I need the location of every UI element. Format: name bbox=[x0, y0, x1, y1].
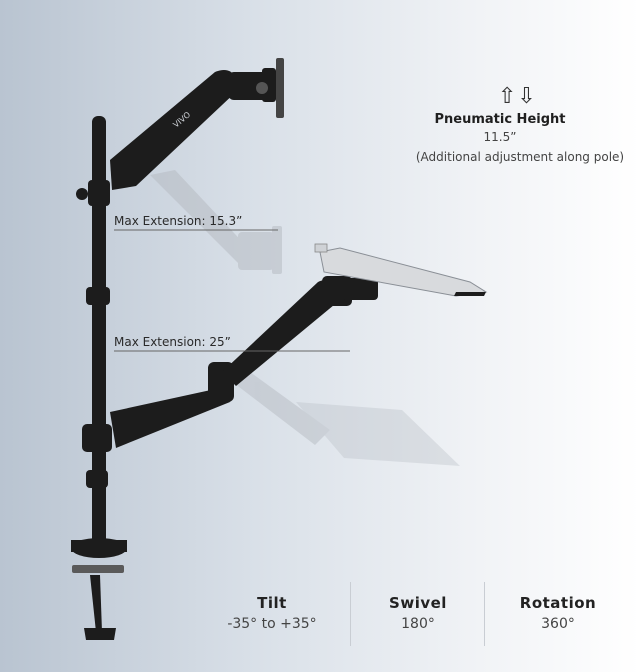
spec-divider bbox=[350, 582, 351, 646]
spec-swivel-value: 180° bbox=[401, 616, 435, 632]
spec-tilt: Tilt -35° to +35° bbox=[212, 594, 332, 632]
upper-monitor-arm bbox=[110, 58, 284, 190]
spec-divider bbox=[484, 582, 485, 646]
upper-max-extension-label: Max Extension: 15.3” bbox=[114, 214, 243, 228]
mount-pole bbox=[76, 116, 110, 556]
ghost-lower-arm bbox=[230, 372, 460, 466]
up-down-arrows-icon: ⇧⇩ bbox=[498, 84, 537, 109]
pneumatic-height-title: Pneumatic Height bbox=[434, 112, 566, 127]
spec-rotation: Rotation 360° bbox=[498, 594, 618, 632]
laptop-tray bbox=[314, 243, 488, 297]
pneumatic-height-note: (Additional adjustment along pole) bbox=[415, 150, 625, 164]
pneumatic-height-value: 11.5” bbox=[483, 130, 517, 144]
spec-tilt-name: Tilt bbox=[257, 594, 287, 612]
spec-swivel-name: Swivel bbox=[389, 594, 447, 612]
spec-rotation-value: 360° bbox=[541, 616, 575, 632]
spec-swivel: Swivel 180° bbox=[358, 594, 478, 632]
lower-laptop-arm bbox=[82, 276, 378, 452]
lower-max-extension-label: Max Extension: 25” bbox=[114, 335, 231, 349]
desk-clamp bbox=[71, 538, 127, 640]
ghost-upper-arm bbox=[150, 170, 282, 274]
spec-tilt-value: -35° to +35° bbox=[227, 616, 317, 632]
spec-rotation-name: Rotation bbox=[519, 594, 597, 612]
